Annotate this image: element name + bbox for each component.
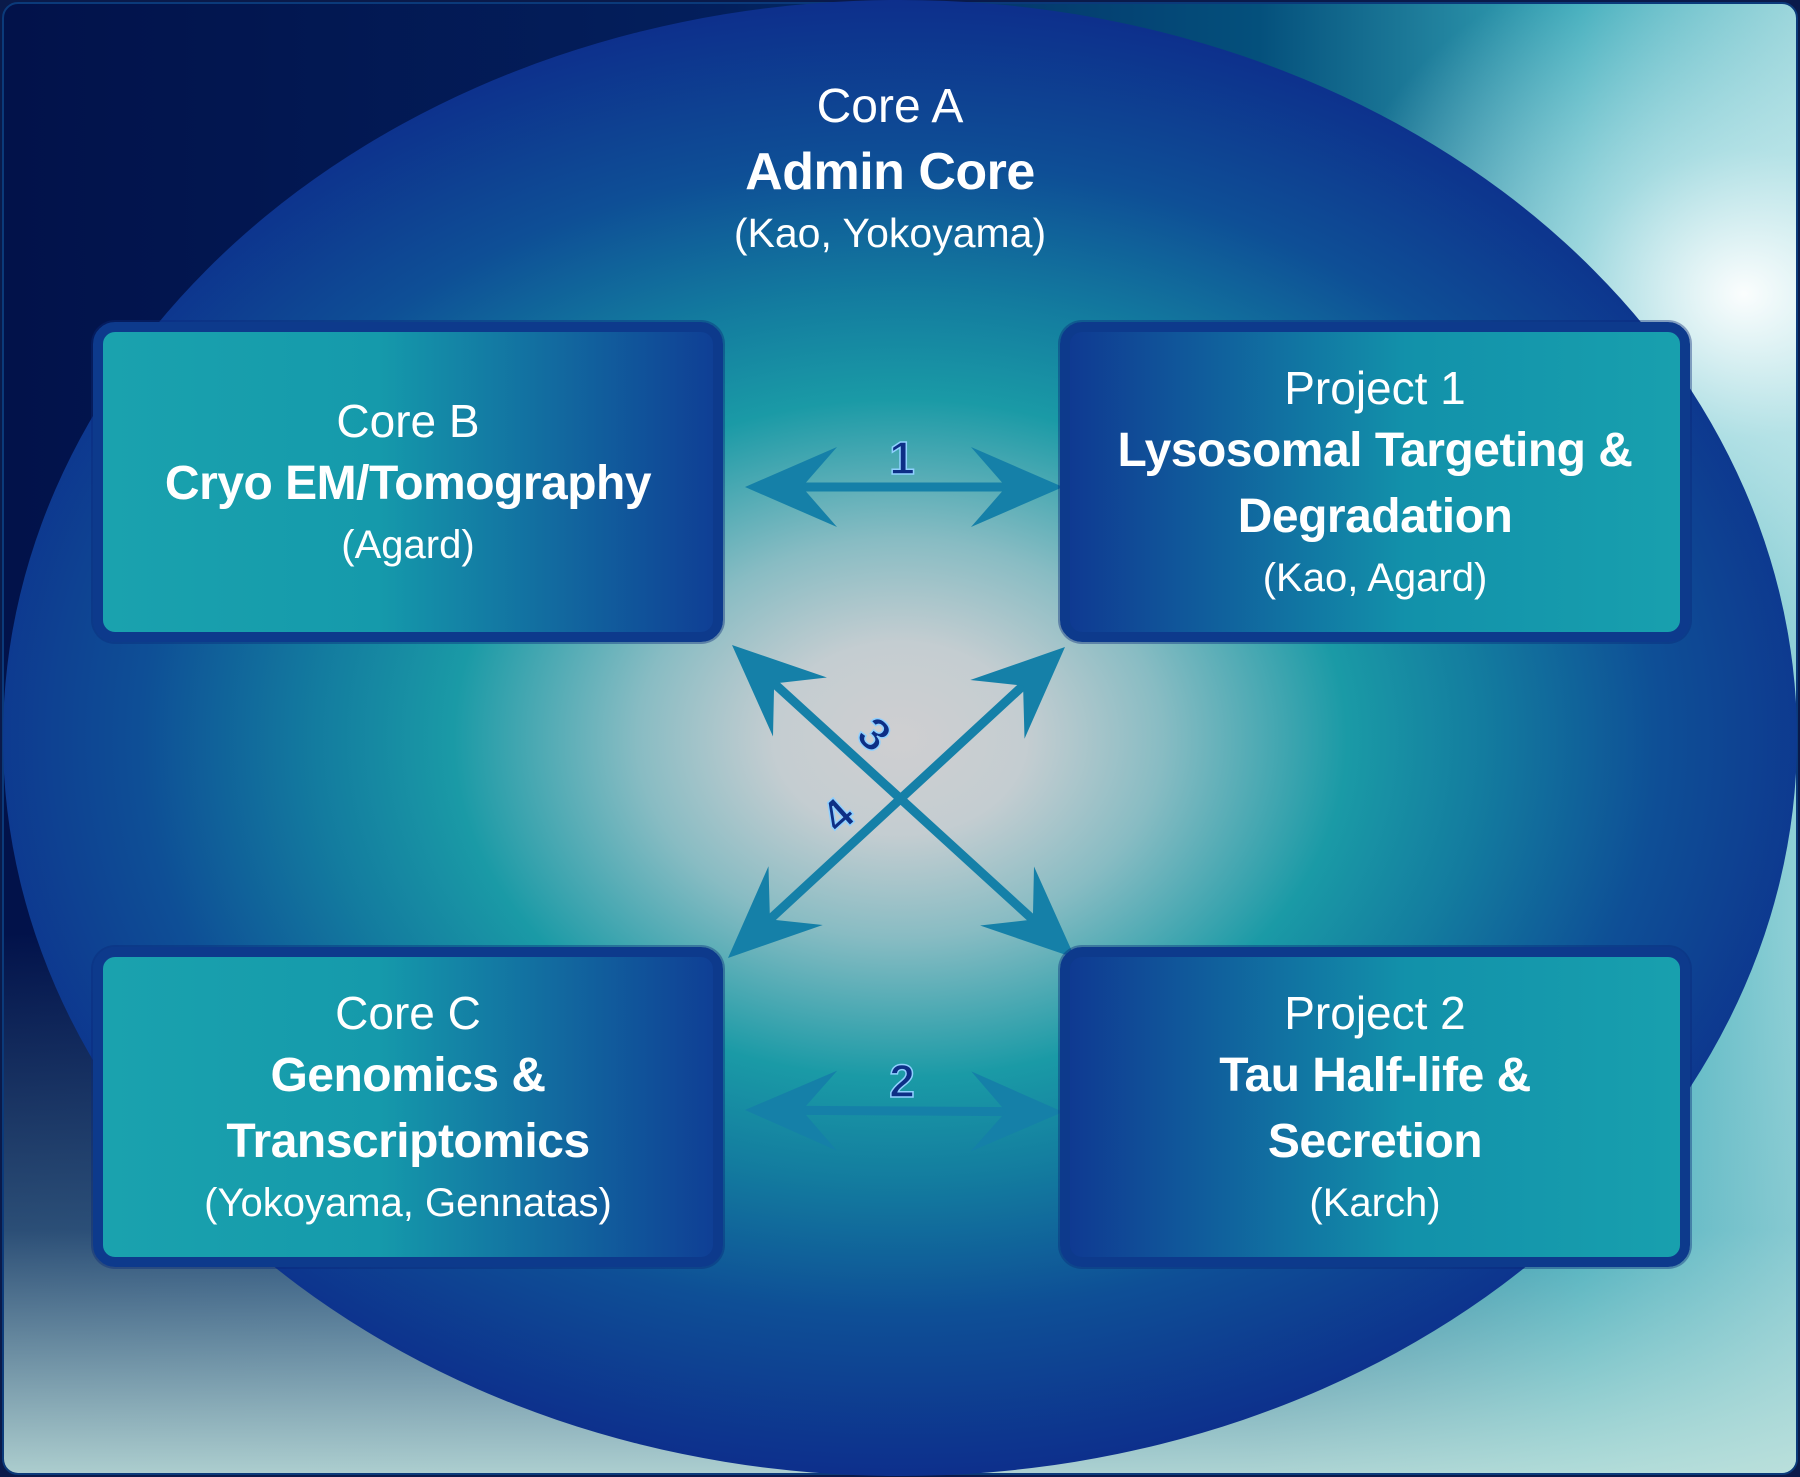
core-b-people: (Agard): [341, 523, 475, 567]
project-1-name-line1: Lysosomal Targeting &: [1117, 424, 1633, 477]
core-a-name: Admin Core: [745, 143, 1035, 201]
arrow-4-head-end: [970, 647, 1065, 739]
core-c-name-line2: Transcriptomics: [226, 1115, 590, 1168]
arrow-3-head-end: [980, 866, 1075, 958]
project-1-title: Project 1: [1284, 362, 1466, 414]
arrow-2-label: 2: [889, 1055, 915, 1107]
arrow-4-shaft: [765, 681, 1028, 924]
project-1-box: Project 1 Lysosomal Targeting & Degradat…: [1060, 322, 1690, 642]
core-c-name-line1: Genomics &: [270, 1049, 546, 1102]
core-c-people: (Yokoyama, Gennatas): [204, 1181, 612, 1225]
project-2-title: Project 2: [1284, 987, 1466, 1039]
arrow-3-head-start: [732, 645, 827, 737]
core-a-title: Core A: [816, 80, 964, 133]
project-2-name-line2: Secretion: [1267, 1115, 1483, 1168]
project-1-name-line2: Degradation: [1237, 490, 1513, 543]
core-b-box: Core B Cryo EM/Tomography (Agard): [93, 322, 723, 642]
core-b-title: Core B: [336, 395, 480, 447]
arrow-group: [728, 447, 1075, 1152]
project-1-people: (Kao, Agard): [1262, 556, 1488, 600]
arrow-2-head-end: [970, 1071, 1063, 1152]
core-c-title: Core C: [335, 987, 481, 1039]
arrow-1-label: 1: [889, 432, 915, 484]
core-b-name: Cryo EM/Tomography: [164, 457, 652, 510]
project-2-box: Project 2 Tau Half-life & Secretion (Kar…: [1060, 947, 1690, 1267]
arrow-4-head-start: [728, 866, 823, 958]
project-2-name-line1: Tau Half-life &: [1219, 1049, 1531, 1102]
arrow-1-head-start: [745, 447, 837, 527]
core-a-people: (Kao, Yokoyama): [733, 210, 1047, 256]
core-a-label: Core A Admin Core (Kao, Yokoyama): [640, 76, 1140, 260]
arrow-2-shaft: [800, 1105, 1008, 1117]
core-c-box: Core C Genomics & Transcriptomics (Yokoy…: [93, 947, 723, 1267]
project-2-people: (Karch): [1309, 1181, 1441, 1225]
arrow-1-head-end: [971, 447, 1063, 527]
arrow-2-head-start: [745, 1070, 838, 1151]
